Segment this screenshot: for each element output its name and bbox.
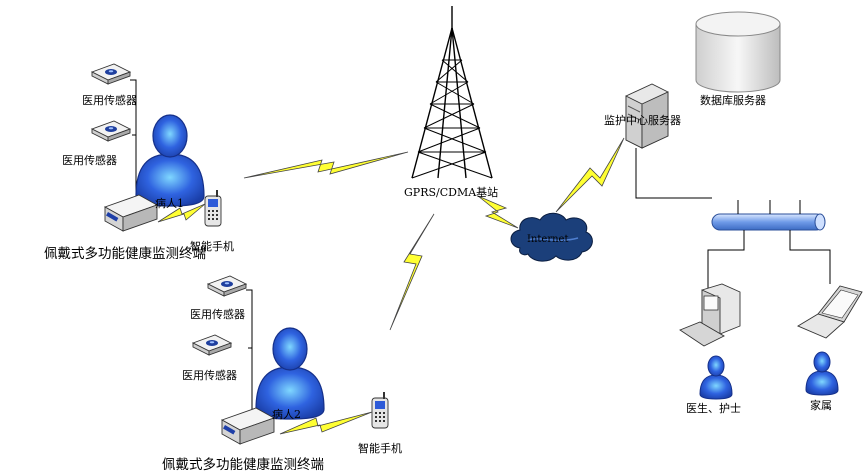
db-server-label: 数据库服务器 [700, 93, 766, 107]
lightning-icon [157, 203, 206, 223]
phone-label: 智能手机 [190, 239, 234, 253]
phone-icon [204, 189, 222, 227]
person-icon [255, 327, 325, 420]
sensor-icon [207, 275, 247, 297]
database-icon [695, 11, 781, 93]
cloud-icon [510, 212, 593, 262]
patient2-connector-lines [244, 289, 253, 421]
doctor-nurse-label: 医生、护士 [686, 401, 741, 415]
sensor-icon [91, 120, 131, 142]
lightning-icon [243, 151, 409, 179]
lightning-icon [279, 411, 373, 435]
terminal-label: 佩戴式多功能健康监测终端 [44, 245, 206, 262]
patient2-group [192, 275, 389, 445]
family-label: 家属 [810, 398, 832, 412]
lightning-icon [389, 213, 435, 331]
tower-icon [411, 6, 493, 179]
patient1-group [91, 63, 222, 232]
person-icon [699, 355, 733, 400]
phone-icon [371, 391, 389, 429]
laptop-icon [797, 285, 863, 339]
phone-label: 智能手机 [358, 441, 402, 455]
sensor-label: 医用传感器 [62, 154, 117, 167]
sensor-label: 医用传感器 [182, 369, 237, 382]
sensor-label: 医用传感器 [82, 94, 137, 107]
patient2-label: 病人2 [272, 407, 301, 421]
desktop-icon [679, 283, 741, 347]
base-station-label: GPRS/CDMA基站 [404, 185, 498, 199]
lightning-icon [555, 137, 625, 213]
terminal-icon [104, 194, 158, 232]
sensor-label: 医用传感器 [190, 308, 245, 321]
terminal-icon [221, 407, 275, 445]
monitor-server-label: 监护中心服务器 [604, 113, 681, 127]
terminal-label: 佩戴式多功能健康监测终端 [162, 456, 324, 473]
sensor-icon [192, 334, 232, 356]
internet-label: Internet [527, 234, 568, 245]
person-icon [805, 351, 839, 396]
server-icon [625, 83, 669, 149]
sensor-icon [91, 63, 131, 85]
hub-icon [707, 200, 831, 288]
server-hub-line [635, 148, 712, 199]
lightning-icon [477, 195, 519, 229]
patient1-label: 病人1 [155, 196, 184, 210]
person-icon [135, 114, 205, 207]
